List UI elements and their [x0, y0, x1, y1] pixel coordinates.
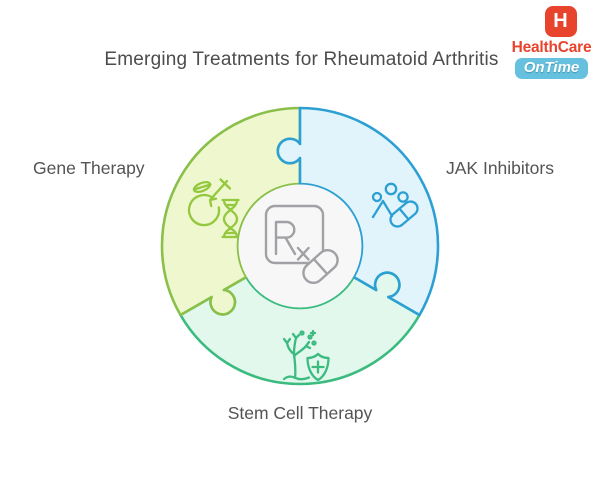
- infographic-title: Emerging Treatments for Rheumatoid Arthr…: [104, 49, 499, 70]
- pills-capsule-icon: [371, 182, 419, 228]
- logo-letter: H: [553, 10, 568, 32]
- brand-name: HealthCare: [511, 39, 592, 56]
- segment-jak-inhibitors: [276, 106, 440, 317]
- stem-cell-shield-icon: [282, 329, 330, 382]
- segment-label-stem-cell-therapy: Stem Cell Therapy: [227, 403, 373, 423]
- brand-logo: H HealthCare OnTime: [500, 6, 603, 79]
- brand-tagline: OnTime: [514, 58, 589, 79]
- healthcare-h-icon: H: [544, 6, 577, 37]
- rx-prescription-pill-icon: [264, 204, 339, 285]
- segment-label-jak-inhibitors: JAK Inhibitors: [446, 158, 554, 178]
- segment-label-gene-therapy: Gene Therapy: [33, 158, 145, 178]
- center-hub: [238, 184, 362, 308]
- apple-dna-gene-icon: [187, 178, 240, 239]
